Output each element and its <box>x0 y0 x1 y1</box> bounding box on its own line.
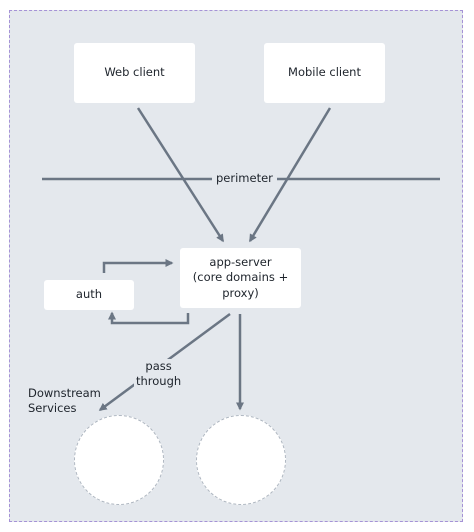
downstream-label-2: Services <box>28 400 77 415</box>
downstream-service-1 <box>74 415 164 505</box>
node-app-server-label-1: app-server <box>209 254 272 269</box>
perimeter-label: perimeter <box>212 171 277 186</box>
pass-through-label-1: pass <box>145 359 172 373</box>
node-mobile-client: Mobile client <box>264 43 385 103</box>
downstream-label-1: Downstream <box>28 386 101 400</box>
node-app-server-label-2: (core domains + <box>192 270 289 285</box>
node-web-client-label: Web client <box>104 65 165 80</box>
edge-web-to-app-server <box>136 107 225 243</box>
node-auth-label: auth <box>75 287 103 302</box>
edge-mobile-to-app-server <box>248 107 332 243</box>
node-mobile-client-label: Mobile client <box>288 65 361 80</box>
node-web-client: Web client <box>74 43 195 103</box>
node-app-server: app-server (core domains + proxy) <box>180 248 301 308</box>
downstream-service-2 <box>196 415 286 505</box>
downstream-services-label: Downstream Services <box>28 386 101 416</box>
edge-app-server-to-auth <box>108 311 190 325</box>
edge-auth-to-app-server <box>102 259 174 273</box>
pass-through-label: pass through <box>134 359 184 389</box>
pass-through-label-2: through <box>136 373 182 388</box>
node-auth: auth <box>44 280 134 310</box>
node-app-server-label-3: proxy) <box>222 285 259 300</box>
